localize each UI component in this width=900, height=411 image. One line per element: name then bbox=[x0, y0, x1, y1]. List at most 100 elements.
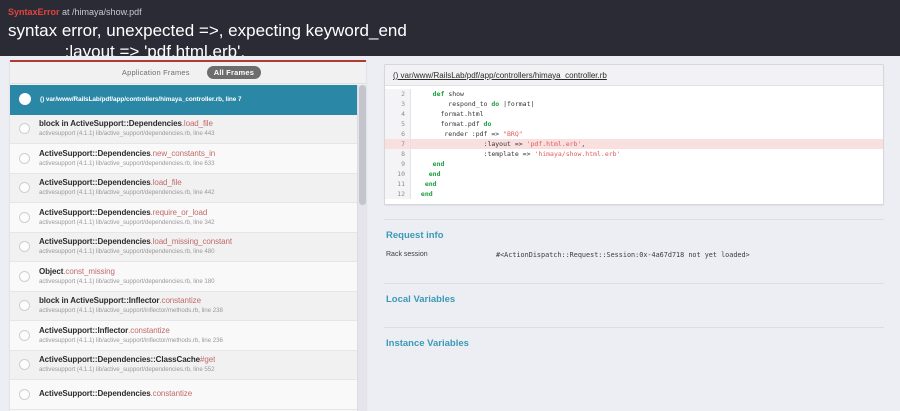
request-info-row: Rack session #<ActionDispatch::Request::… bbox=[384, 249, 884, 269]
frames-scrollbar[interactable] bbox=[357, 85, 366, 411]
error-header-subtitle: SyntaxError at /himaya/show.pdf bbox=[8, 6, 900, 18]
frame-radio-icon[interactable] bbox=[19, 241, 30, 253]
frame-location: () var/www/RailsLab/pdf/app/controllers/… bbox=[40, 95, 242, 103]
frame-method-name: ActiveSupport::Dependencies.load_missing… bbox=[39, 237, 232, 247]
code-line: end bbox=[428, 170, 441, 178]
frame-row[interactable]: ActiveSupport::Dependencies::ClassCache#… bbox=[10, 350, 357, 380]
frame-method-name: ActiveSupport::Inflector.constantize bbox=[39, 325, 170, 335]
frame-method-name: ActiveSupport::Dependencies.constantize bbox=[39, 389, 193, 399]
frame-location: activesupport (4.1.1) lib/active_support… bbox=[39, 189, 215, 197]
detail-panel: () var/www/RailsLab/pdf/app/controllers/… bbox=[378, 60, 890, 411]
tab-application-frames[interactable]: Application Frames bbox=[121, 68, 190, 77]
frame-radio-icon[interactable] bbox=[19, 93, 31, 106]
error-message: syntax error, unexpected =>, expecting k… bbox=[8, 21, 407, 56]
code-line-highlighted: :layout => 'pdf.html.erb', bbox=[411, 139, 883, 149]
frames-scrollbar-thumb[interactable] bbox=[359, 85, 366, 205]
code-file-path[interactable]: () var/www/RailsLab/pdf/app/controllers/… bbox=[385, 65, 883, 86]
code-lines[interactable]: def show respond_to do |format| format.h… bbox=[411, 89, 883, 199]
frame-method-name: ActiveSupport::Dependencies.load_file bbox=[39, 178, 182, 188]
error-at-label: at bbox=[59, 7, 73, 17]
frame-method-name: block in ActiveSupport::Inflector.consta… bbox=[39, 296, 201, 306]
local-variables-title: Local Variables bbox=[386, 294, 456, 305]
frame-row[interactable]: ActiveSupport::Dependencies.load_missing… bbox=[10, 232, 357, 262]
section-divider-instance bbox=[384, 327, 884, 328]
section-local-variables: Local Variables bbox=[384, 284, 884, 313]
request-info-title: Request info bbox=[386, 230, 444, 241]
code-card: () var/www/RailsLab/pdf/app/controllers/… bbox=[384, 64, 884, 205]
frame-text: ActiveSupport::Dependencies.constantize bbox=[39, 389, 192, 399]
rack-session-key: Rack session bbox=[386, 251, 428, 258]
code-line: end bbox=[424, 180, 437, 188]
code-line-number: 2 bbox=[401, 90, 405, 98]
code-line-number: 10 bbox=[397, 170, 405, 178]
code-line-number: 7 bbox=[385, 139, 410, 149]
code-line: :template => 'himaya/show.html.erb' bbox=[417, 150, 621, 158]
frame-radio-icon[interactable] bbox=[19, 211, 30, 223]
frames-panel: Application Frames All Frames () var/www… bbox=[10, 60, 366, 411]
code-line-number: 6 bbox=[401, 130, 405, 138]
frame-location: activesupport (4.1.1) lib/active_support… bbox=[39, 248, 215, 256]
frame-location: activesupport (4.1.1) lib/active_support… bbox=[39, 277, 215, 285]
tab-all-frames[interactable]: All Frames bbox=[206, 66, 262, 79]
frame-row[interactable]: ActiveSupport::Dependencies.require_or_l… bbox=[10, 203, 357, 233]
frame-location: activesupport (4.1.1) lib/active_support… bbox=[39, 218, 215, 226]
frame-radio-icon[interactable] bbox=[19, 329, 30, 341]
frame-row[interactable]: () var/www/RailsLab/pdf/app/controllers/… bbox=[10, 85, 357, 115]
frame-row[interactable]: ActiveSupport::Dependencies.new_constant… bbox=[10, 144, 357, 174]
frame-text: ActiveSupport::Dependencies::ClassCache#… bbox=[39, 355, 215, 374]
frames-tab-bar: Application Frames All Frames bbox=[10, 62, 366, 84]
frame-method-name: ActiveSupport::Dependencies::ClassCache#… bbox=[39, 355, 216, 365]
frame-text: ActiveSupport::Dependencies.require_or_l… bbox=[39, 208, 215, 227]
frame-text: ActiveSupport::Dependencies.load_missing… bbox=[39, 237, 232, 256]
error-type-label: SyntaxError bbox=[8, 7, 60, 17]
code-line-number: 5 bbox=[401, 120, 405, 128]
frame-radio-icon[interactable] bbox=[19, 152, 30, 164]
code-line-number: 3 bbox=[401, 100, 405, 108]
frame-radio-icon[interactable] bbox=[19, 300, 30, 312]
code-line-number: 9 bbox=[401, 160, 405, 168]
code-line-number: 8 bbox=[401, 150, 405, 158]
frame-radio-icon[interactable] bbox=[19, 270, 30, 282]
code-line: end bbox=[420, 190, 433, 198]
frame-radio-icon[interactable] bbox=[19, 388, 30, 400]
frame-location: activesupport (4.1.1) lib/active_support… bbox=[39, 366, 215, 374]
frame-method-name: block in ActiveSupport::Dependencies.loa… bbox=[39, 119, 213, 129]
error-request-path: /himaya/show.pdf bbox=[72, 7, 142, 17]
frame-radio-icon[interactable] bbox=[19, 123, 30, 135]
frame-location: activesupport (4.1.1) lib/active_support… bbox=[39, 307, 223, 315]
code-line: format.html bbox=[417, 110, 484, 118]
instance-variables-title: Instance Variables bbox=[386, 338, 469, 349]
code-line-number: 11 bbox=[397, 180, 405, 188]
rack-session-value: #<ActionDispatch::Request::Session:0x-4a… bbox=[496, 251, 750, 259]
error-header: SyntaxError at /himaya/show.pdf syntax e… bbox=[0, 0, 900, 56]
code-line-number: 4 bbox=[401, 110, 405, 118]
frame-row[interactable]: ActiveSupport::Dependencies.constantize bbox=[10, 380, 357, 410]
frame-text: block in ActiveSupport::Inflector.consta… bbox=[39, 296, 223, 315]
section-divider-request bbox=[384, 219, 884, 220]
code-line-number: 12 bbox=[397, 190, 405, 198]
frame-text: ActiveSupport::Dependencies.new_constant… bbox=[39, 149, 215, 168]
frame-radio-icon[interactable] bbox=[19, 182, 30, 194]
section-instance-variables: Instance Variables bbox=[384, 328, 884, 357]
code-line: format.pdf do bbox=[417, 120, 492, 128]
frame-location: activesupport (4.1.1) lib/active_support… bbox=[39, 159, 215, 167]
frame-location: activesupport (4.1.1) lib/active_support… bbox=[39, 336, 223, 344]
frame-row[interactable]: block in ActiveSupport::Dependencies.loa… bbox=[10, 114, 357, 144]
frame-radio-icon[interactable] bbox=[19, 359, 30, 371]
frame-row[interactable]: block in ActiveSupport::Inflector.consta… bbox=[10, 291, 357, 321]
frame-method-name: ActiveSupport::Dependencies.new_constant… bbox=[39, 148, 216, 158]
code-line: end bbox=[432, 160, 445, 168]
code-line: def show bbox=[432, 90, 464, 98]
page-content: Application Frames All Frames () var/www… bbox=[0, 56, 900, 411]
section-request-info: Request info Rack session #<ActionDispat… bbox=[384, 220, 884, 269]
frames-list[interactable]: () var/www/RailsLab/pdf/app/controllers/… bbox=[10, 85, 357, 411]
